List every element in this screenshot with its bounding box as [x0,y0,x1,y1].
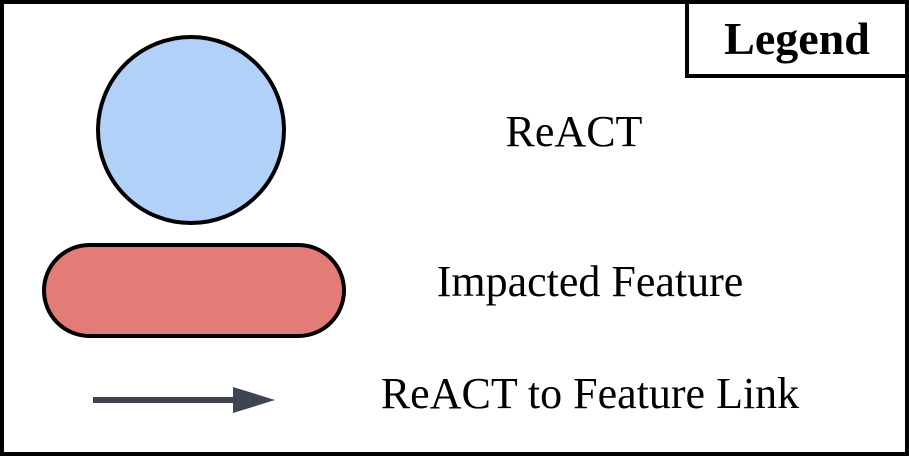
react-node-icon [96,35,286,225]
legend-title: Legend [724,13,870,64]
legend-title-box: Legend [685,4,905,78]
right-arrow-icon [93,387,275,413]
react-label: ReACT [505,107,643,156]
impacted-feature-icon [42,243,346,338]
impacted-feature-label: Impacted Feature [436,257,744,306]
react-to-feature-link-label: ReACT to Feature Link [380,369,800,418]
arrow-head [233,387,275,413]
